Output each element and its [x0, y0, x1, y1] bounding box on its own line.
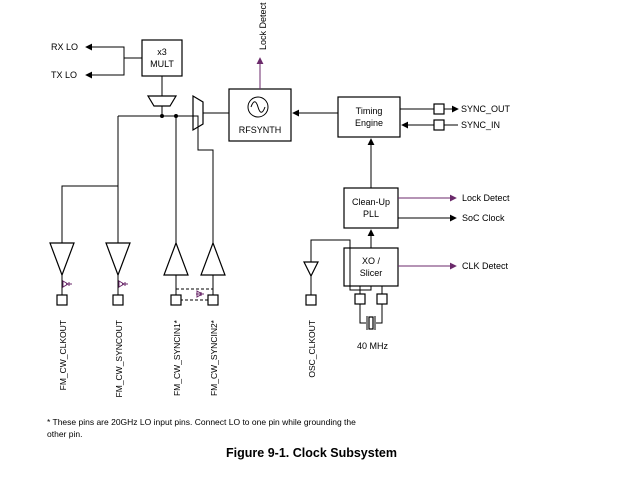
osc-clkout-pin-pad: [305, 294, 317, 306]
syncin2-feed-line: [197, 130, 214, 243]
sine-wave-trace: [250, 101, 266, 113]
clk-detect-label: CLK Detect: [462, 261, 509, 271]
pin-leads: [61, 275, 312, 295]
xo-pin-pad-2: [376, 293, 388, 305]
cleanup-pll-block: Clean-Up PLL: [343, 187, 399, 229]
diode-icon: [62, 280, 72, 288]
bus-junction-dot-1: [160, 114, 164, 118]
diode-icon: [196, 290, 204, 298]
sync-out-label: SYNC_OUT: [461, 104, 511, 114]
lock-detect-label: Lock Detect: [462, 193, 510, 203]
pin-label-syncin1: FM_CW_SYNCIN1*: [172, 319, 182, 396]
syncin1-pin-pad: [170, 294, 182, 306]
osc-clkout-buffer: [303, 261, 319, 278]
osc-feed-line: [310, 239, 372, 291]
sync-in-pin-pad: [433, 119, 445, 131]
figure-caption: Figure 9-1. Clock Subsystem: [226, 446, 397, 460]
syncin1-buffer: [163, 241, 189, 276]
sync-out-pin-pad: [433, 103, 445, 115]
clkout-drive-line: [61, 116, 119, 243]
mult-label-1: x3: [157, 47, 167, 57]
mult-label-2: MULT: [150, 59, 174, 69]
footnote: * These pins are 20GHz LO input pins. Co…: [47, 417, 356, 439]
rfsynth-label: RFSYNTH: [239, 125, 282, 135]
xo-label-1: XO /: [362, 256, 381, 266]
mult-block: x3 MULT: [141, 39, 183, 77]
syncin2-buffer: [200, 241, 226, 276]
timing-label-2: Engine: [355, 118, 383, 128]
pin-label-clkout: FM_CW_CLKOUT: [58, 320, 68, 390]
pin-label-syncout: FM_CW_SYNCOUT: [114, 320, 124, 397]
crystal-icon: [366, 316, 376, 330]
clock-subsystem-diagram: x3 MULT RX LO TX LO RFSYNTH Lock Detect …: [49, 2, 511, 397]
pll-label-1: Clean-Up: [352, 197, 390, 207]
sync-in-label: SYNC_IN: [461, 120, 500, 130]
pin-label-syncin2: FM_CW_SYNCIN2*: [209, 319, 219, 396]
mux-horizontal: [146, 95, 178, 107]
crystal-frequency-label: 40 MHz: [357, 341, 389, 351]
syncin2-pin-pad: [207, 294, 219, 306]
timing-engine-block: Timing Engine: [337, 96, 401, 138]
soc-clock-label: SoC Clock: [462, 213, 505, 223]
rfsynth-block: RFSYNTH: [228, 88, 292, 142]
rx-lo-label: RX LO: [51, 42, 78, 52]
lock-detect-top-label: Lock Detect: [258, 2, 268, 50]
tx-lo-line: [85, 58, 125, 79]
xo-pin-pad-1: [354, 293, 366, 305]
diode-icon: [118, 280, 128, 288]
clkout-pin-pad: [56, 294, 68, 306]
clkout-buffer: [49, 242, 75, 277]
syncout-buffer: [105, 242, 131, 277]
xo-slicer-block: XO / Slicer: [343, 247, 399, 287]
lo-bus-line: [118, 115, 199, 130]
mux-vertical: [192, 94, 204, 132]
pin-label-osc-clkout: OSC_CLKOUT: [307, 320, 317, 378]
syncout-pin-pad: [112, 294, 124, 306]
rx-lo-line: [85, 43, 142, 59]
crystal-leads: [359, 304, 383, 324]
xo-label-2: Slicer: [360, 268, 383, 278]
timing-label-1: Timing: [356, 106, 383, 116]
pll-label-2: PLL: [363, 209, 379, 219]
sine-wave-icon: [247, 96, 269, 118]
tx-lo-label: TX LO: [51, 70, 77, 80]
